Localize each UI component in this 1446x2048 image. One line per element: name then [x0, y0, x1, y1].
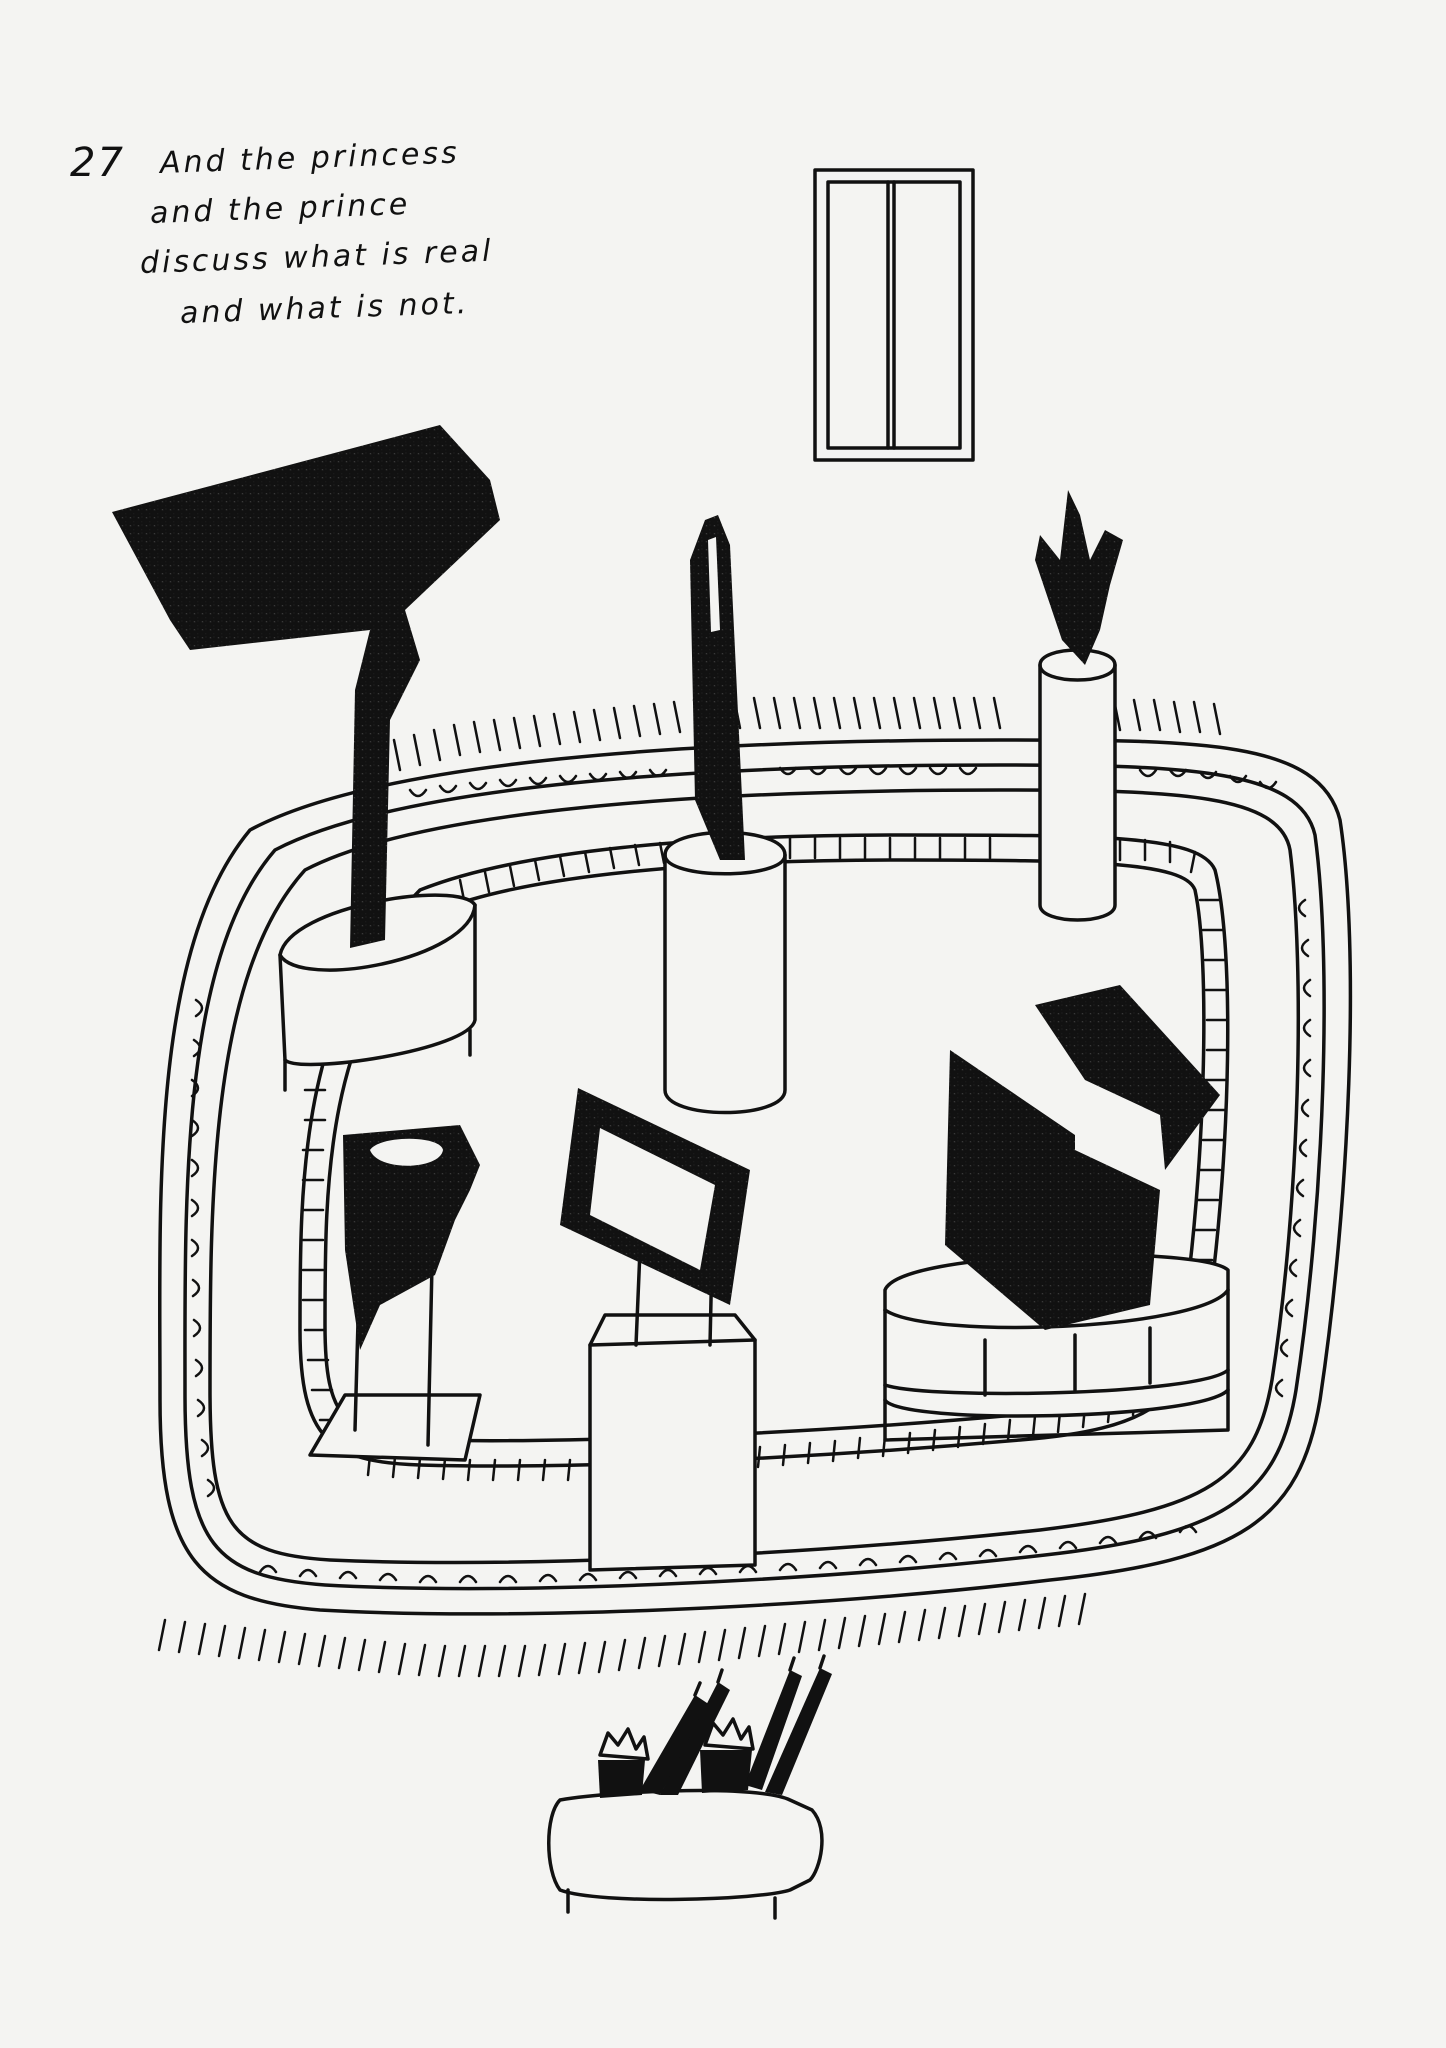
- sofa-with-royals: [547, 1654, 832, 1920]
- bucket-sculpture: [343, 1125, 480, 1350]
- page-number: 27: [70, 140, 125, 186]
- window: [813, 168, 975, 462]
- frame-sculpture: [560, 1088, 750, 1305]
- rug-fringe: [157, 696, 1222, 1678]
- spindle-sculpture: [690, 515, 745, 860]
- pedestal-cylinder-tall: [1038, 648, 1117, 922]
- pedestal-oval: [278, 893, 477, 1092]
- pedestal-cylinder-center: [663, 830, 787, 1115]
- flame-sculpture: [1035, 490, 1123, 665]
- folded-block-sculpture: [945, 985, 1220, 1330]
- pedestal-block: [588, 1248, 757, 1572]
- axe-sculpture: [112, 425, 500, 948]
